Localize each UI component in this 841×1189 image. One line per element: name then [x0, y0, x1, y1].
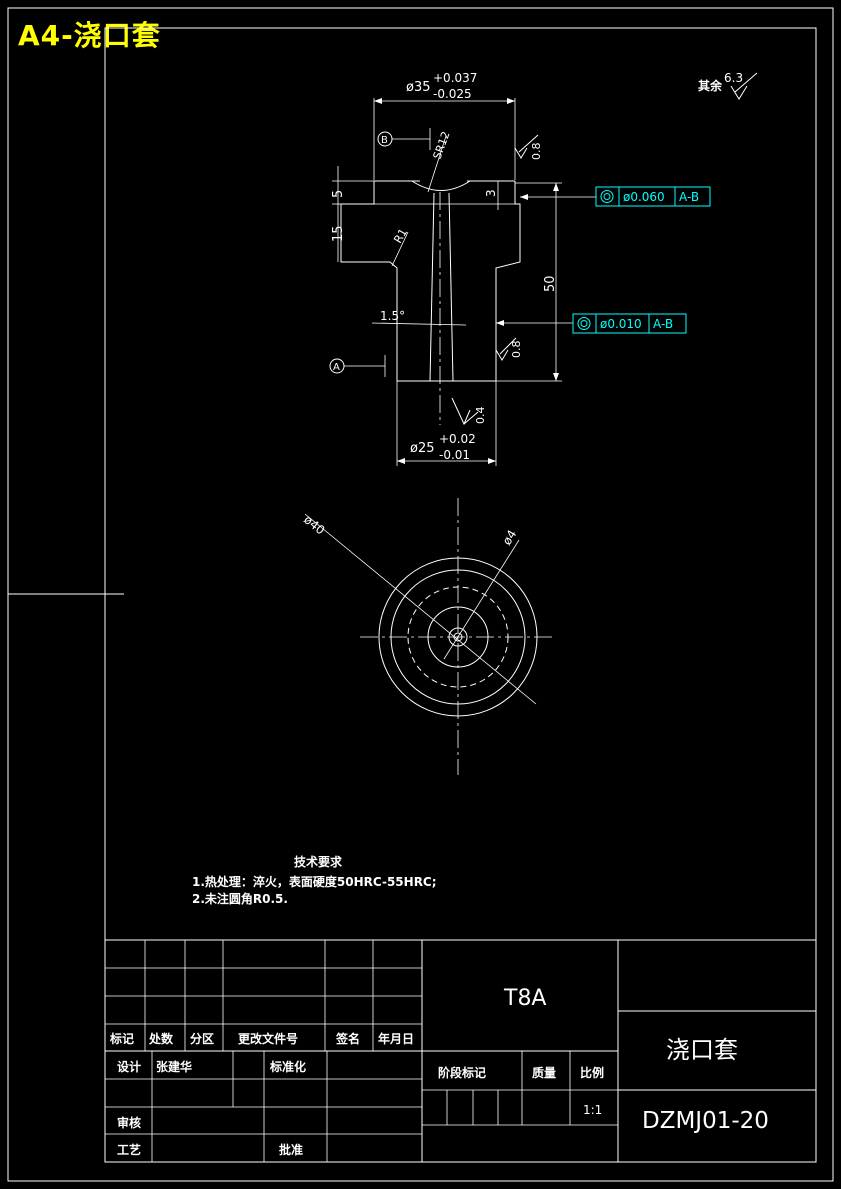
sheet-label: A4-浇口套 [18, 19, 161, 52]
dim-taper: 1.5° [380, 309, 405, 323]
dim-top-nominal: ø35 [406, 80, 431, 95]
title-block: 标记 处数 分区 更改文件号 签名 年月日 设计 张建华 标准化 审核 工艺 批… [104, 939, 817, 1163]
dim-bottom-upper: +0.02 [439, 432, 476, 446]
hdr-mark: 标记 [109, 1031, 134, 1046]
roughness-note: 其余 6.3 [698, 71, 758, 100]
tech-item-2: 2.未注圆角R0.5. [192, 891, 288, 906]
dim-bottom-nominal: ø25 [410, 441, 435, 456]
datum-a-label: A [333, 362, 340, 373]
dim-bottom-lower: -0.01 [439, 448, 470, 462]
tol1-datum: A-B [679, 190, 699, 204]
rough-side: 0.8 [510, 341, 523, 359]
tol2-value: ø0.010 [600, 317, 642, 331]
dim-r1: R1 [391, 226, 410, 245]
datum-b-label: B [381, 135, 388, 146]
hdr-date: 年月日 [378, 1031, 414, 1046]
tech-requirements: 技术要求 1.热处理：淬火，表面硬度50HRC-55HRC; 2.未注圆角R0.… [192, 854, 437, 906]
rough-top: 0.8 [530, 143, 543, 161]
tolerance-frame-2: ø0.010 A-B [572, 313, 687, 334]
outer-border [7, 7, 834, 1182]
dim-h3: 3 [484, 189, 498, 197]
hdr-change-doc: 更改文件号 [238, 1031, 298, 1046]
tech-item-1: 1.热处理：淬火，表面硬度50HRC-55HRC; [192, 874, 437, 889]
design-label: 设计 [117, 1059, 141, 1074]
scale-label: 比例 [580, 1065, 604, 1080]
scale-value: 1:1 [583, 1103, 602, 1117]
dim-sr: SR12 [431, 130, 453, 161]
tech-title: 技术要求 [294, 854, 343, 869]
approve-label: 批准 [279, 1142, 303, 1157]
dim-plan-outer: ø40 [301, 512, 327, 537]
stage-label: 阶段标记 [438, 1065, 486, 1080]
part-name: 浇口套 [666, 1036, 738, 1064]
tolerance-frame-1: ø0.060 A-B [595, 186, 711, 207]
roughness-value: 6.3 [724, 71, 743, 85]
standard-label: 标准化 [269, 1059, 306, 1074]
dim-top-lower: -0.025 [433, 87, 472, 101]
hdr-count: 处数 [148, 1031, 174, 1046]
inner-border [104, 27, 817, 1163]
tol2-datum: A-B [653, 317, 673, 331]
drawing-number: DZMJ01-20 [642, 1108, 769, 1134]
dim-h5: 5 [331, 190, 346, 198]
dim-plan-hole: ø4 [500, 527, 520, 547]
plan-view: ø40 ø4 [301, 498, 556, 775]
material: T8A [503, 986, 547, 1011]
process-label: 工艺 [117, 1142, 141, 1157]
weight-label: 质量 [532, 1065, 556, 1080]
section-view: ø35 +0.037 -0.025 B SR12 5 15 R1 [329, 71, 596, 466]
rough-hole: 0.4 [474, 407, 487, 425]
dim-top-upper: +0.037 [433, 71, 477, 85]
tol1-value: ø0.060 [623, 190, 665, 204]
roughness-prefix: 其余 [698, 78, 723, 93]
hdr-zone: 分区 [190, 1031, 214, 1046]
dim-h15: 15 [331, 225, 346, 242]
designer-name: 张建华 [156, 1059, 192, 1074]
review-label: 审核 [117, 1115, 141, 1130]
dim-h50: 50 [543, 275, 558, 292]
hdr-sign: 签名 [335, 1031, 360, 1046]
